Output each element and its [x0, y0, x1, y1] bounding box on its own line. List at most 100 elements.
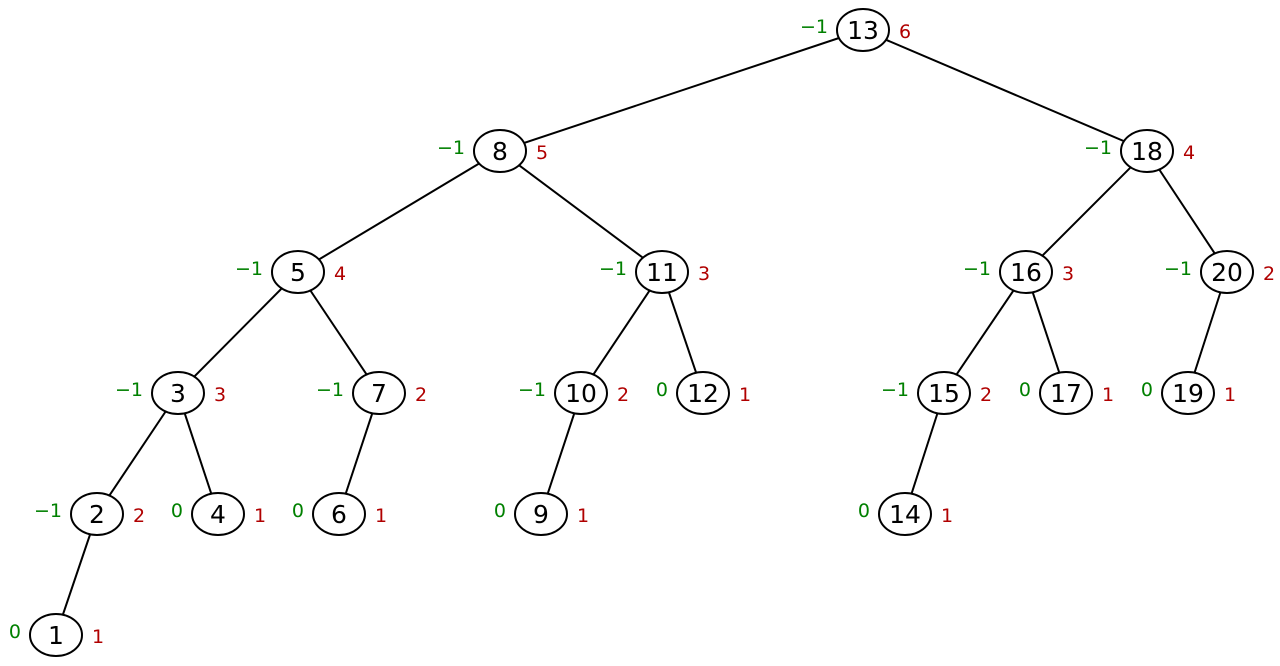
node-key-label: 5 [290, 258, 306, 287]
node-key-label: 8 [492, 137, 508, 166]
node-key-label: 6 [331, 500, 347, 529]
node-key-label: 2 [89, 500, 105, 529]
node-key-label: 16 [1010, 258, 1042, 287]
balance-factor-label: −1 [1164, 258, 1192, 280]
balance-factor-label: 0 [494, 500, 506, 522]
tree-edges [55, 29, 1228, 636]
height-label: 1 [739, 384, 751, 406]
balance-factor-label: −1 [1084, 137, 1112, 159]
tree-node-18: 18 −1 4 [1084, 129, 1195, 173]
node-circle [635, 250, 689, 294]
tree-node-3: 3 −1 3 [115, 371, 226, 415]
balance-factor-label: −1 [881, 379, 909, 401]
balance-factor-label: −1 [34, 500, 62, 522]
balance-factor-label: −1 [518, 379, 546, 401]
height-label: 2 [980, 384, 992, 406]
height-label: 1 [1224, 384, 1236, 406]
balance-factor-label: −1 [599, 258, 627, 280]
node-key-label: 7 [371, 379, 387, 408]
tree-node-7: 7 −1 2 [316, 371, 427, 415]
height-label: 1 [941, 505, 953, 527]
tree-node-2: 2 −1 2 [34, 492, 145, 536]
balance-factor-label: 0 [1141, 379, 1153, 401]
node-circle [554, 371, 608, 415]
node-circle [1200, 250, 1254, 294]
tree-node-9: 9 0 1 [494, 492, 589, 536]
balance-factor-label: −1 [115, 379, 143, 401]
tree-node-6: 6 0 1 [292, 492, 387, 536]
tree-node-5: 5 −1 4 [235, 250, 346, 294]
height-label: 4 [1183, 142, 1195, 164]
node-key-label: 12 [687, 379, 719, 408]
node-circle [1039, 371, 1093, 415]
node-circle [1161, 371, 1215, 415]
height-label: 1 [375, 505, 387, 527]
node-key-label: 18 [1131, 137, 1163, 166]
node-key-label: 3 [170, 379, 186, 408]
node-circle [999, 250, 1053, 294]
height-label: 1 [92, 626, 104, 648]
height-label: 2 [133, 505, 145, 527]
node-circle [271, 250, 325, 294]
node-circle [312, 492, 366, 536]
balance-factor-label: 0 [1019, 379, 1031, 401]
balance-factor-label: −1 [316, 379, 344, 401]
edge-3-2 [96, 392, 179, 515]
height-label: 1 [1102, 384, 1114, 406]
edge-8-5 [297, 150, 501, 273]
height-label: 3 [698, 263, 710, 285]
edge-18-16 [1025, 150, 1148, 273]
height-label: 6 [899, 21, 911, 43]
node-key-label: 19 [1172, 379, 1204, 408]
node-circle [1120, 129, 1174, 173]
balance-factor-label: −1 [437, 137, 465, 159]
edge-16-15 [943, 271, 1027, 394]
balance-factor-label: −1 [963, 258, 991, 280]
node-key-label: 15 [928, 379, 960, 408]
balance-factor-label: 0 [292, 500, 304, 522]
node-circle [473, 129, 527, 173]
edge-13-8 [499, 29, 864, 152]
edge-11-10 [580, 271, 663, 394]
balance-factor-label: 0 [9, 621, 21, 643]
height-label: 2 [415, 384, 427, 406]
height-label: 4 [334, 263, 346, 285]
node-key-label: 4 [210, 500, 226, 529]
node-key-label: 10 [565, 379, 597, 408]
height-label: 1 [577, 505, 589, 527]
edge-18-20 [1146, 150, 1228, 273]
node-key-label: 17 [1050, 379, 1082, 408]
balance-factor-label: −1 [235, 258, 263, 280]
balance-factor-label: −1 [800, 16, 828, 38]
node-key-label: 14 [889, 500, 921, 529]
node-circle [151, 371, 205, 415]
height-label: 2 [1263, 263, 1275, 285]
edge-13-18 [862, 29, 1148, 152]
height-label: 5 [536, 142, 548, 164]
node-circle [878, 492, 932, 536]
height-label: 3 [214, 384, 226, 406]
node-circle [676, 371, 730, 415]
tree-node-8: 8 −1 5 [437, 129, 548, 173]
node-circle [352, 371, 406, 415]
node-circle [70, 492, 124, 536]
node-circle [191, 492, 245, 536]
edge-8-11 [499, 150, 663, 273]
node-key-label: 9 [533, 500, 549, 529]
node-circle [917, 371, 971, 415]
node-key-label: 11 [646, 258, 678, 287]
tree-node-15: 15 −1 2 [881, 371, 992, 415]
height-label: 3 [1062, 263, 1074, 285]
edge-5-3 [177, 271, 299, 394]
height-label: 1 [254, 505, 266, 527]
